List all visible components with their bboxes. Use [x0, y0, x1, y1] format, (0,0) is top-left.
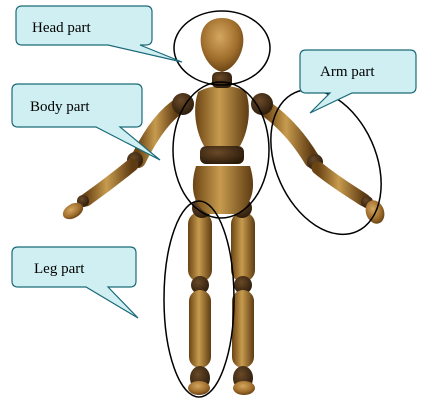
callout-leg-label: Leg part: [34, 261, 85, 277]
callout-leg: Leg part: [12, 247, 138, 318]
head: [201, 18, 244, 72]
callout-arm-label: Arm part: [320, 64, 375, 80]
callout-body: Body part: [12, 84, 160, 160]
pelvis: [193, 166, 253, 214]
callout-head-label: Head part: [32, 20, 92, 36]
waist-joint: [200, 146, 244, 164]
chest: [195, 86, 249, 146]
callout-head: Head part: [16, 6, 182, 62]
left-leg: [188, 212, 212, 395]
right-arm: [265, 108, 388, 226]
right-shoulder-joint: [251, 93, 273, 115]
callout-body-label: Body part: [30, 99, 90, 115]
callout-arm: Arm part: [300, 50, 416, 113]
